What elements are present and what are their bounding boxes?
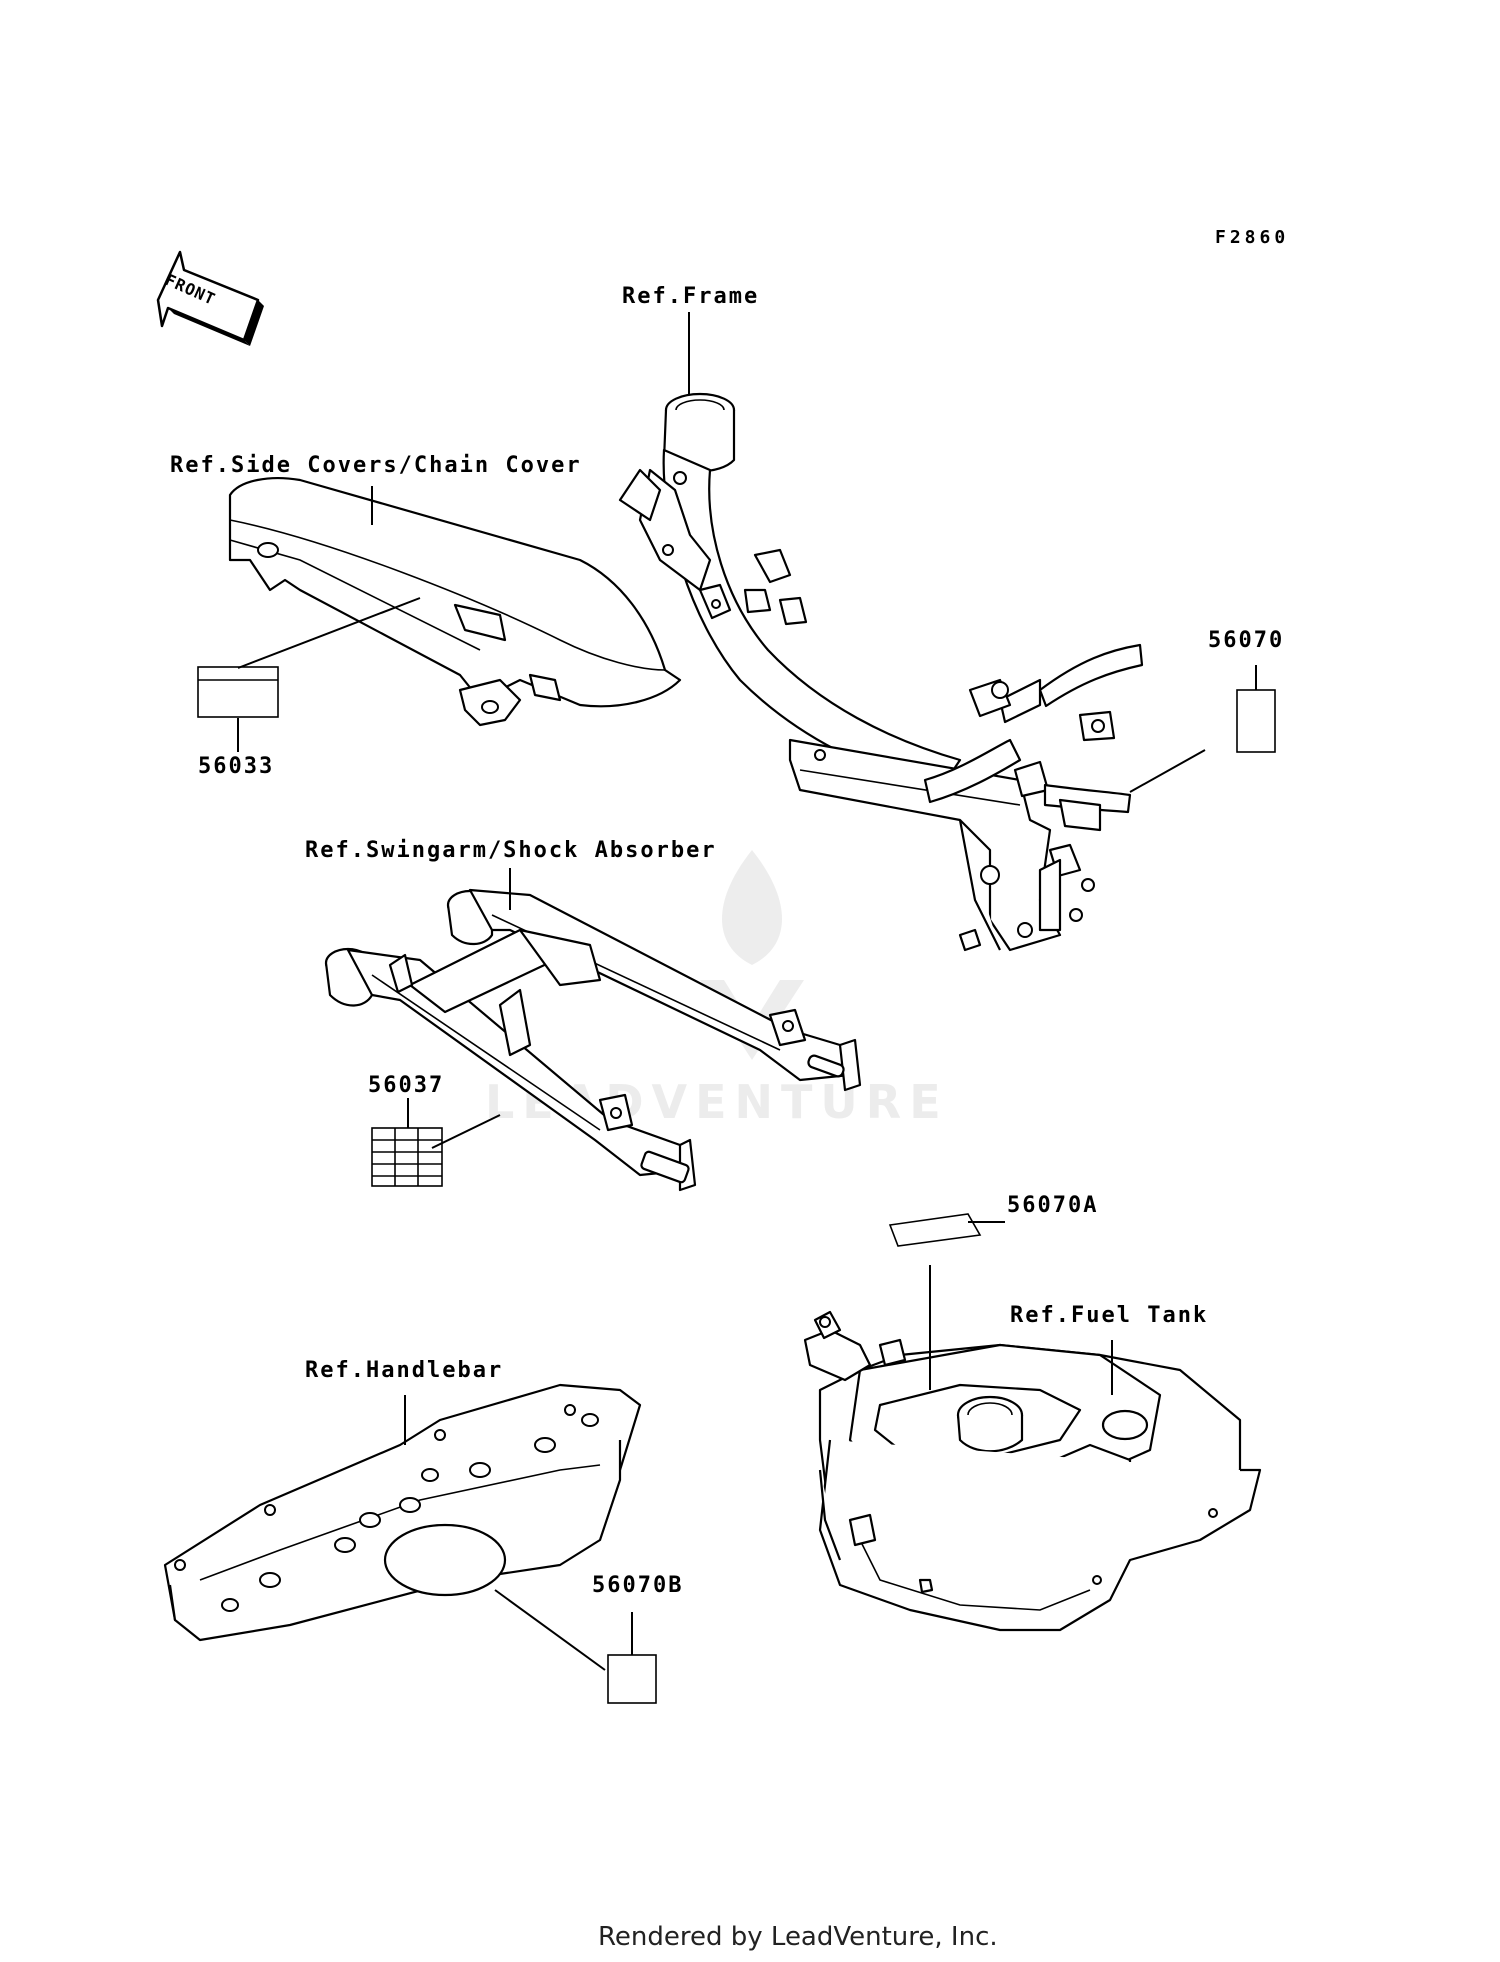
- chain-cover-drawing: [228, 477, 682, 727]
- ref-handlebar-label: Ref.Handlebar: [305, 1358, 504, 1383]
- fuel-tank-drawing: [803, 1310, 1262, 1632]
- ref-side-covers-label: Ref.Side Covers/Chain Cover: [170, 453, 582, 478]
- leader-lines: [237, 312, 1257, 1671]
- part-56070-label: 56070: [1208, 628, 1285, 653]
- diagram-code: F2860: [1215, 227, 1290, 248]
- ref-frame-label: Ref.Frame: [622, 284, 760, 309]
- decal-56037: [371, 1127, 443, 1187]
- handlebar-cover-drawing: [163, 1383, 642, 1642]
- footer-credit: Rendered by LeadVenture, Inc.: [598, 1922, 998, 1952]
- part-56037-label: 56037: [368, 1073, 445, 1098]
- decal-56070B: [607, 1654, 657, 1704]
- decal-56070A: [888, 1213, 982, 1247]
- part-56033-label: 56033: [198, 754, 275, 779]
- decal-56033: [197, 666, 279, 718]
- part-56070A-label: 56070A: [1007, 1193, 1099, 1218]
- decal-56070: [1236, 689, 1276, 753]
- frame-drawing: [618, 392, 1144, 952]
- part-56070B-label: 56070B: [592, 1573, 684, 1598]
- swingarm-drawing: [324, 888, 862, 1192]
- ref-fuel-tank-label: Ref.Fuel Tank: [1010, 1303, 1209, 1328]
- ref-swingarm-label: Ref.Swingarm/Shock Absorber: [305, 838, 717, 863]
- front-arrow-icon: [156, 250, 264, 346]
